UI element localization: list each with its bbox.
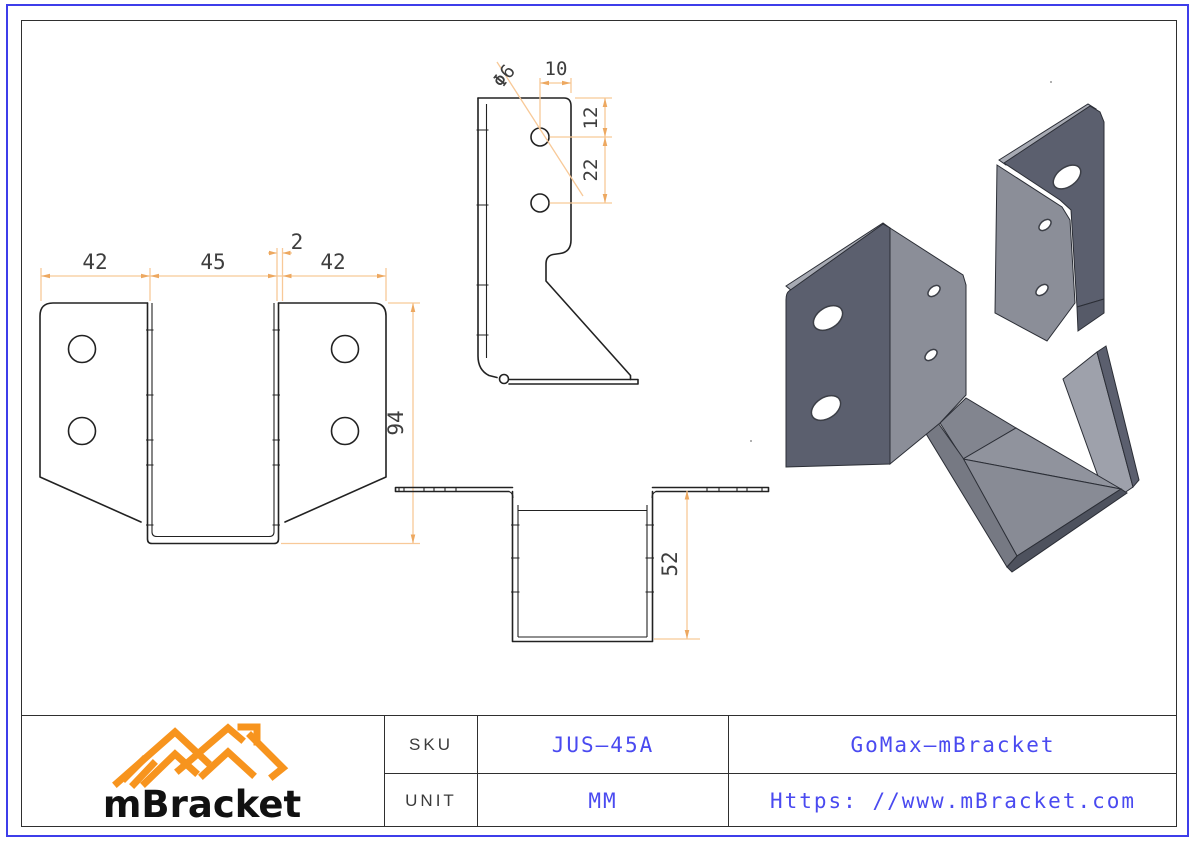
sku-value: JUS—45A: [551, 732, 655, 757]
side-view-dimensions: Φ6 10 12 22: [489, 58, 612, 204]
sku-label-cell: SKU: [384, 716, 477, 773]
model-left-wing-side-face: [889, 227, 967, 466]
side-hole: [530, 193, 550, 213]
model-hole: [812, 304, 844, 332]
side-view: [476, 97, 639, 385]
speck: [1050, 81, 1052, 83]
sheet-outer-border: [6, 4, 1189, 837]
dim-front-opening: 45: [200, 250, 225, 274]
sku-value-cell: JUS—45A: [477, 716, 728, 773]
unit-label-cell: UNIT: [384, 773, 477, 827]
model-left-wing-front-face: [785, 223, 891, 468]
model-hole: [1035, 283, 1049, 297]
model-hole: [1038, 218, 1052, 232]
title-block: mBracket SKU JUS—45A GoMax—mBracket UNIT…: [21, 715, 1177, 827]
front-hole: [330, 334, 360, 364]
bottom-view: [394, 486, 770, 643]
model-hole: [1052, 164, 1082, 190]
front-hole: [67, 334, 97, 364]
sku-label: SKU: [409, 734, 453, 754]
brand-cell: GoMax—mBracket: [728, 716, 1177, 773]
model-hole: [924, 348, 938, 362]
bottom-view-dimensions: 52: [654, 490, 700, 640]
dim-front-height: 94: [384, 410, 408, 435]
website-cell: Https: //www.mBracket.com: [728, 773, 1177, 827]
brand-text: GoMax—mBracket: [850, 732, 1056, 757]
sheet-inner-border: [21, 20, 1177, 827]
unit-value: MM: [588, 788, 618, 813]
dim-side-hole-diameter: Φ6: [489, 61, 520, 93]
front-view-dimensions: 42 45 2 42 94: [40, 230, 420, 545]
side-hole: [530, 127, 550, 147]
dim-side-hole-offset: 10: [545, 58, 568, 80]
model-hole: [810, 394, 842, 422]
unit-value-cell: MM: [477, 773, 728, 827]
dim-side-top-to-first-hole: 12: [580, 107, 602, 130]
isometric-3d-view: [785, 103, 1140, 573]
mbracket-logo-icon: mBracket: [103, 722, 301, 824]
model-hole: [927, 284, 941, 298]
model-right-wing-side-face: [994, 164, 1076, 342]
front-view: [39, 302, 387, 545]
dim-bottom-depth: 52: [658, 551, 682, 576]
dim-front-left-flange: 42: [82, 250, 107, 274]
unit-label: UNIT: [405, 790, 457, 810]
front-hole: [67, 416, 97, 446]
dim-front-thickness: 2: [291, 230, 304, 254]
logo-cell: mBracket: [21, 716, 384, 827]
dim-side-hole-spacing: 22: [580, 159, 602, 182]
logo-wordmark: mBracket: [103, 783, 301, 824]
dim-front-right-flange: 42: [320, 250, 345, 274]
front-hole: [330, 416, 360, 446]
speck: [750, 440, 752, 442]
website-link[interactable]: Https: //www.mBracket.com: [769, 788, 1137, 813]
